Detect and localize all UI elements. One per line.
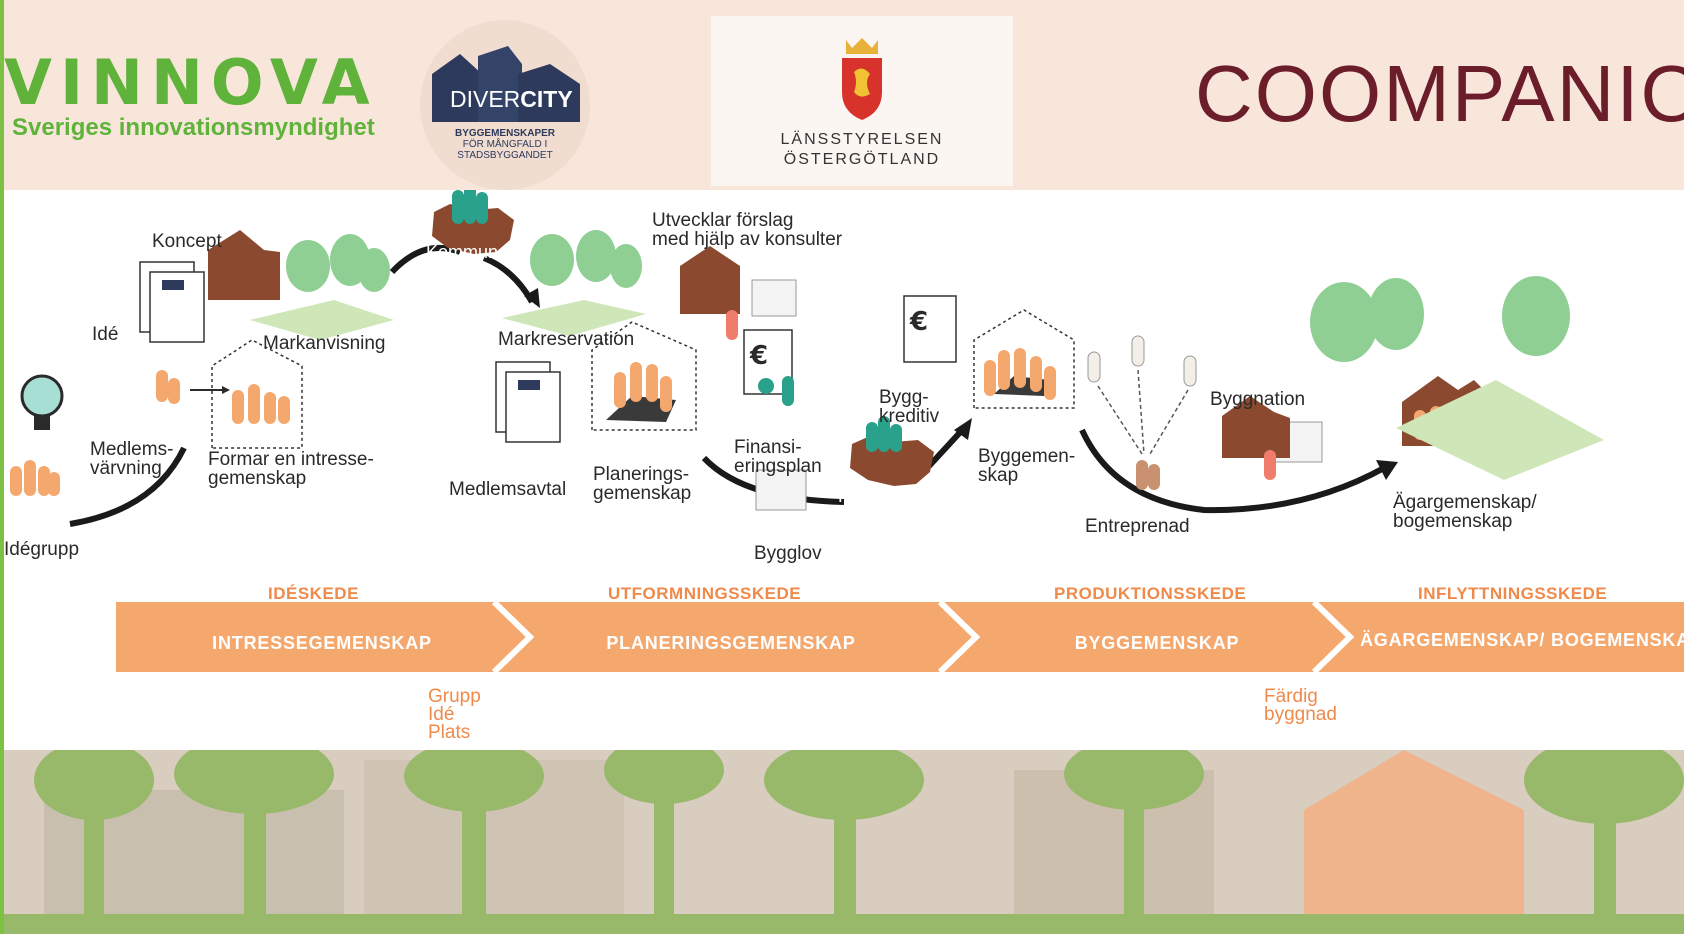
document-stack-icon-2: [495, 361, 561, 443]
phase-heading-1: IDÉSKEDE: [268, 584, 359, 603]
phase-arrow-1: [116, 602, 530, 672]
phase-arrow-4: [1314, 602, 1684, 672]
document-stack-icon-1: [139, 261, 205, 343]
brown-house-icon-2: [680, 246, 740, 314]
planeringsgemenskap-label: Planerings- gemenskap: [593, 464, 692, 504]
phase-heading-4: INFLYTTNINGSSKEDE: [1418, 584, 1608, 603]
brown-house-icon-1: [208, 230, 280, 300]
phase-heading-3: PRODUKTIONSSKEDE: [1054, 584, 1247, 603]
phase-arrow-3: [940, 602, 1350, 672]
svg-text:€: €: [749, 341, 768, 371]
diagram-graphics: € €: [10, 190, 1684, 675]
divercity-wordmark: DIVERCITY: [450, 86, 573, 112]
phase-arrow-label-2: PLANERINGSGEMENSKAP: [606, 633, 856, 653]
kommun-label-1: Kommun: [426, 242, 499, 262]
ide-label: Idé: [92, 324, 119, 345]
medlemsvarvning-label: Medlems- värvning: [90, 439, 174, 479]
phase-arrow-label-4: ÄGARGEMENSKAP/ BOGEMENSKA: [1360, 630, 1684, 650]
milestone-1: Grupp Idé Plats: [428, 686, 481, 743]
vinnova-tagline: Sveriges innovationsmyndighet: [12, 114, 375, 141]
finansieringsplan-label: Finansi- eringsplan: [734, 437, 822, 477]
tree-silhouettes-icon: [4, 750, 1684, 934]
trees-icon-1: [286, 234, 390, 292]
trees-icon-3: [1310, 276, 1570, 362]
medlemsavtal-label: Medlemsavtal: [449, 479, 567, 500]
phase-arrow-label-1: INTRESSEGEMENSKAP: [212, 633, 432, 653]
divercity-subtitle: BYGGEMENSKAPER FÖR MÅNGFALD I STADSBYGGA…: [454, 128, 555, 161]
phase-heading-2: UTFORMNINGSSKEDE: [608, 584, 802, 603]
lansstyrelsen-text: LÄNSSTYRELSEN ÖSTERGÖTLAND: [780, 131, 944, 168]
byggemenskap-label: Byggemen- skap: [978, 446, 1076, 486]
phase-arrow-label-3: BYGGEMENSKAP: [1074, 633, 1240, 653]
byggkreditiv-label: Bygg- kreditiv: [879, 387, 940, 427]
bygglov-label: Bygglov: [754, 543, 822, 564]
byggnation-label: Byggnation: [1210, 389, 1306, 410]
entreprenad-label: Entreprenad: [1085, 516, 1190, 537]
divercity-buildings-icon: [432, 46, 580, 122]
kommun-label-2: Kommun: [838, 486, 911, 506]
markanvisning-label: Markanvisning: [263, 333, 386, 354]
medlem-people-icon: [156, 370, 180, 404]
coat-of-arms-icon: [842, 38, 882, 120]
idegrupp-label: Idégrupp: [4, 539, 80, 560]
formar-label: Formar en intresse- gemenskap: [208, 449, 374, 489]
green-edge: [0, 0, 4, 934]
phase-arrow-2: [494, 602, 976, 672]
trees-icon-2: [530, 230, 642, 288]
coompanion-logo: COOMPANION: [1195, 49, 1684, 138]
agargemenskap-label: Ägargemenskap/ bogemenskap: [1393, 492, 1537, 532]
brown-house-icon-3: [1222, 396, 1290, 458]
bottom-decoration: [4, 750, 1684, 934]
vinnova-logo: VINNOVA: [4, 46, 378, 119]
milestone-2: Färdig byggnad: [1264, 686, 1337, 725]
svg-text:€: €: [909, 307, 928, 337]
utvecklar-label: Utvecklar förslag med hjälp av konsulter: [652, 210, 843, 250]
koncept-label: Koncept: [152, 231, 222, 252]
markreservation-label: Markreservation: [498, 329, 635, 350]
lightbulb-icon: [20, 374, 64, 430]
euro-document-icon-2: €: [903, 295, 957, 363]
idegrupp-people-icon: [10, 460, 60, 496]
